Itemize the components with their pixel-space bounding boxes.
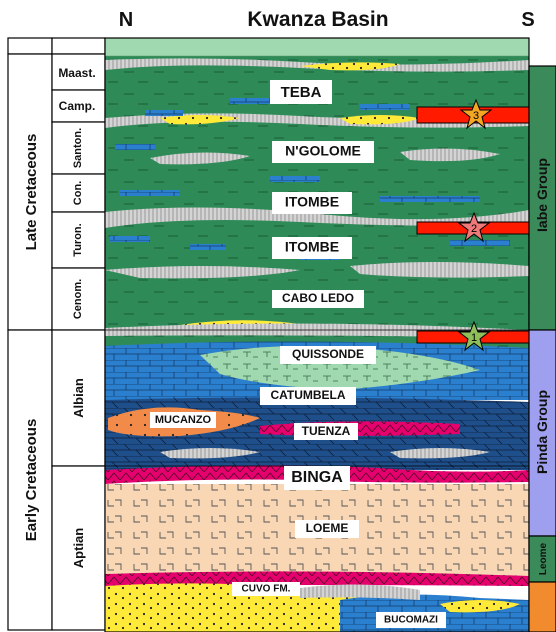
stage-turon: Turon. — [72, 223, 84, 256]
epoch-early-label: Early Cretaceous — [23, 419, 40, 542]
formation-quissonde: QUISSONDE — [292, 347, 364, 361]
epoch-late-label: Late Cretaceous — [23, 134, 40, 251]
stage-cenom: Cenom. — [72, 279, 84, 319]
marker-3-label: 3 — [473, 110, 479, 122]
formation-itombe-upper: ITOMBE — [285, 194, 339, 210]
chart-title: Kwanza Basin — [247, 8, 388, 31]
formation-binga: BINGA — [291, 469, 343, 486]
marker-2-label: 2 — [471, 223, 477, 235]
stage-con: Con. — [72, 181, 84, 205]
formation-ngolome: N'GOLOME — [285, 143, 361, 159]
formation-loeme: LOEME — [306, 521, 349, 535]
north-label: N — [119, 9, 133, 31]
formation-tuenza: TUENZA — [302, 424, 351, 438]
group-leome-label: Leome — [538, 542, 549, 575]
formation-bucomazi: BUCOMAZI — [384, 615, 438, 626]
stage-santon: Santon. — [72, 128, 84, 168]
formation-itombe-lower: ITOMBE — [285, 239, 339, 255]
formation-cabo-ledo: CABO LEDO — [282, 291, 354, 305]
formation-catumbela: CATUMBELA — [270, 388, 345, 402]
stage-aptian: Aptian — [71, 528, 86, 569]
stage-albian: Albian — [71, 378, 86, 418]
formation-cuvo: CUVO FM. — [242, 584, 291, 595]
epoch-column: Late Cretaceous Early Cretaceous — [8, 38, 52, 630]
stage-camp: Camp. — [59, 99, 96, 113]
south-label: S — [521, 9, 534, 31]
group-column: Iabe Group Pinda Group Leome — [529, 66, 556, 632]
marker-1-label: 1 — [471, 332, 477, 344]
group-pinda-label: Pinda Group — [534, 390, 550, 474]
formation-mucanzo: MUCANZO — [155, 414, 212, 426]
group-iabe-label: Iabe Group — [534, 158, 550, 232]
stage-column: Maast. Camp. Santon. Con. Turon. Cenom. … — [52, 38, 105, 630]
stage-maast: Maast. — [58, 66, 95, 80]
formation-teba: TEBA — [281, 84, 322, 101]
